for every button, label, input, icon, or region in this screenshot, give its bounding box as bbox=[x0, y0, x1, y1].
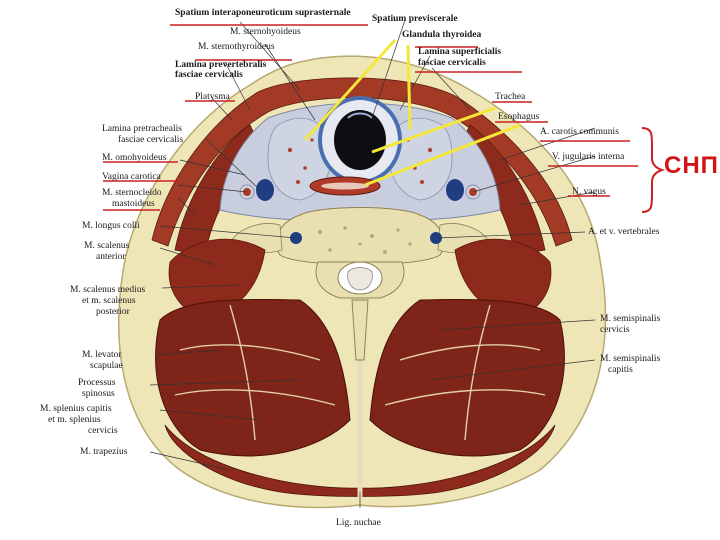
label-lamina-superficialis-1: Lamina superficialis bbox=[418, 47, 502, 57]
label-esophagus: Esophagus bbox=[498, 112, 540, 122]
label-platysma: Platysma bbox=[195, 92, 230, 102]
spinal-cord bbox=[347, 267, 373, 291]
yellow-pointers bbox=[303, 38, 521, 187]
label-trachea: Trachea bbox=[495, 92, 526, 102]
red-underline-markers bbox=[103, 24, 638, 211]
label-lamina-prevertebralis-1: Lamina prevertebralis bbox=[175, 60, 267, 70]
trachea-lumen bbox=[334, 110, 386, 170]
leader-lines bbox=[149, 19, 596, 508]
label-processus-2: spinosus bbox=[82, 389, 115, 399]
platysma-band bbox=[151, 77, 573, 247]
snp-annotation: СНП bbox=[664, 152, 719, 179]
label-m-sternothyroideus: M. sternothyroideus bbox=[198, 42, 275, 52]
label-m-scalenus-1: M. scalenus bbox=[84, 241, 130, 251]
label-m-semispinalis-capitis-2: capitis bbox=[608, 365, 633, 375]
esophagus-lumen bbox=[321, 182, 369, 190]
label-m-sternocleido-1: M. sternocleido bbox=[102, 188, 162, 198]
spinous-process bbox=[351, 299, 369, 361]
label-v-jugularis: V. jugularis interna bbox=[552, 152, 625, 162]
muscle-fascia-lines bbox=[174, 304, 546, 441]
posterior-muscles-right bbox=[369, 298, 565, 457]
label-m-trapezius: M. trapezius bbox=[80, 447, 128, 457]
label-m-scalenus-medius-1: M. scalenus medius bbox=[70, 285, 146, 295]
label-m-sternocleido-2: mastoideus bbox=[112, 199, 155, 209]
carotid-sheath-left bbox=[239, 179, 274, 201]
thyroid-right-lobe bbox=[388, 117, 453, 201]
label-m-omohyoideus: M. omohyoideus bbox=[102, 153, 167, 163]
label-a-carotis: A. carotis communis bbox=[540, 127, 619, 137]
label-m-scalenus-2: anterior bbox=[96, 252, 126, 262]
label-n-vagus: N. vagus bbox=[572, 187, 606, 197]
label-vagina-carotica: Vagina carotica bbox=[102, 172, 161, 182]
label-spatium-interaponeuroticum: Spatium interaponeuroticum suprasternale bbox=[175, 8, 351, 18]
label-m-levator-2: scapulae bbox=[90, 361, 123, 371]
label-lamina-pretrachealis-1: Lamina pretrachealis bbox=[102, 124, 182, 134]
label-m-scalenus-medius-2: et m. scalenus bbox=[82, 296, 136, 306]
label-lamina-pretrachealis-2: fasciae cervicalis bbox=[118, 135, 184, 145]
label-lig-nuchae: Lig. nuchae bbox=[336, 518, 381, 528]
label-m-splenius-1: M. splenius capitis bbox=[40, 404, 112, 414]
label-a-v-vertebrales: A. et v. vertebrales bbox=[588, 227, 660, 237]
posterior-muscles-left bbox=[155, 298, 351, 457]
label-m-semispinalis-capitis-1: M. semispinalis bbox=[600, 354, 661, 364]
label-lamina-prevertebralis-2: fasciae cervicalis bbox=[175, 70, 243, 80]
label-m-sternohyoideus-top: M. sternohyoideus bbox=[230, 27, 301, 37]
label-m-scalenus-medius-3: posterior bbox=[96, 307, 130, 317]
trapezius-band bbox=[164, 424, 556, 497]
label-m-splenius-3: cervicis bbox=[88, 426, 118, 436]
label-spatium-previscerale: Spatium previscerale bbox=[372, 14, 458, 24]
label-processus-1: Processus bbox=[78, 378, 116, 388]
label-m-semispinalis-cervicis-1: M. semispinalis bbox=[600, 314, 661, 324]
snp-bracket bbox=[641, 127, 666, 213]
vertebral-body-texture bbox=[318, 226, 412, 254]
label-glandula-thyroidea: Glandula thyroidea bbox=[402, 30, 482, 40]
label-m-splenius-2: et m. splenius bbox=[48, 415, 101, 425]
label-m-longus-colli: M. longus colli bbox=[82, 221, 140, 231]
label-m-levator-1: M. levator bbox=[82, 350, 122, 360]
trachea-lumen-shine bbox=[347, 112, 373, 119]
label-m-semispinalis-cervicis-2: cervicis bbox=[600, 325, 630, 335]
label-lamina-superficialis-2: fasciae cervicalis bbox=[418, 58, 486, 68]
